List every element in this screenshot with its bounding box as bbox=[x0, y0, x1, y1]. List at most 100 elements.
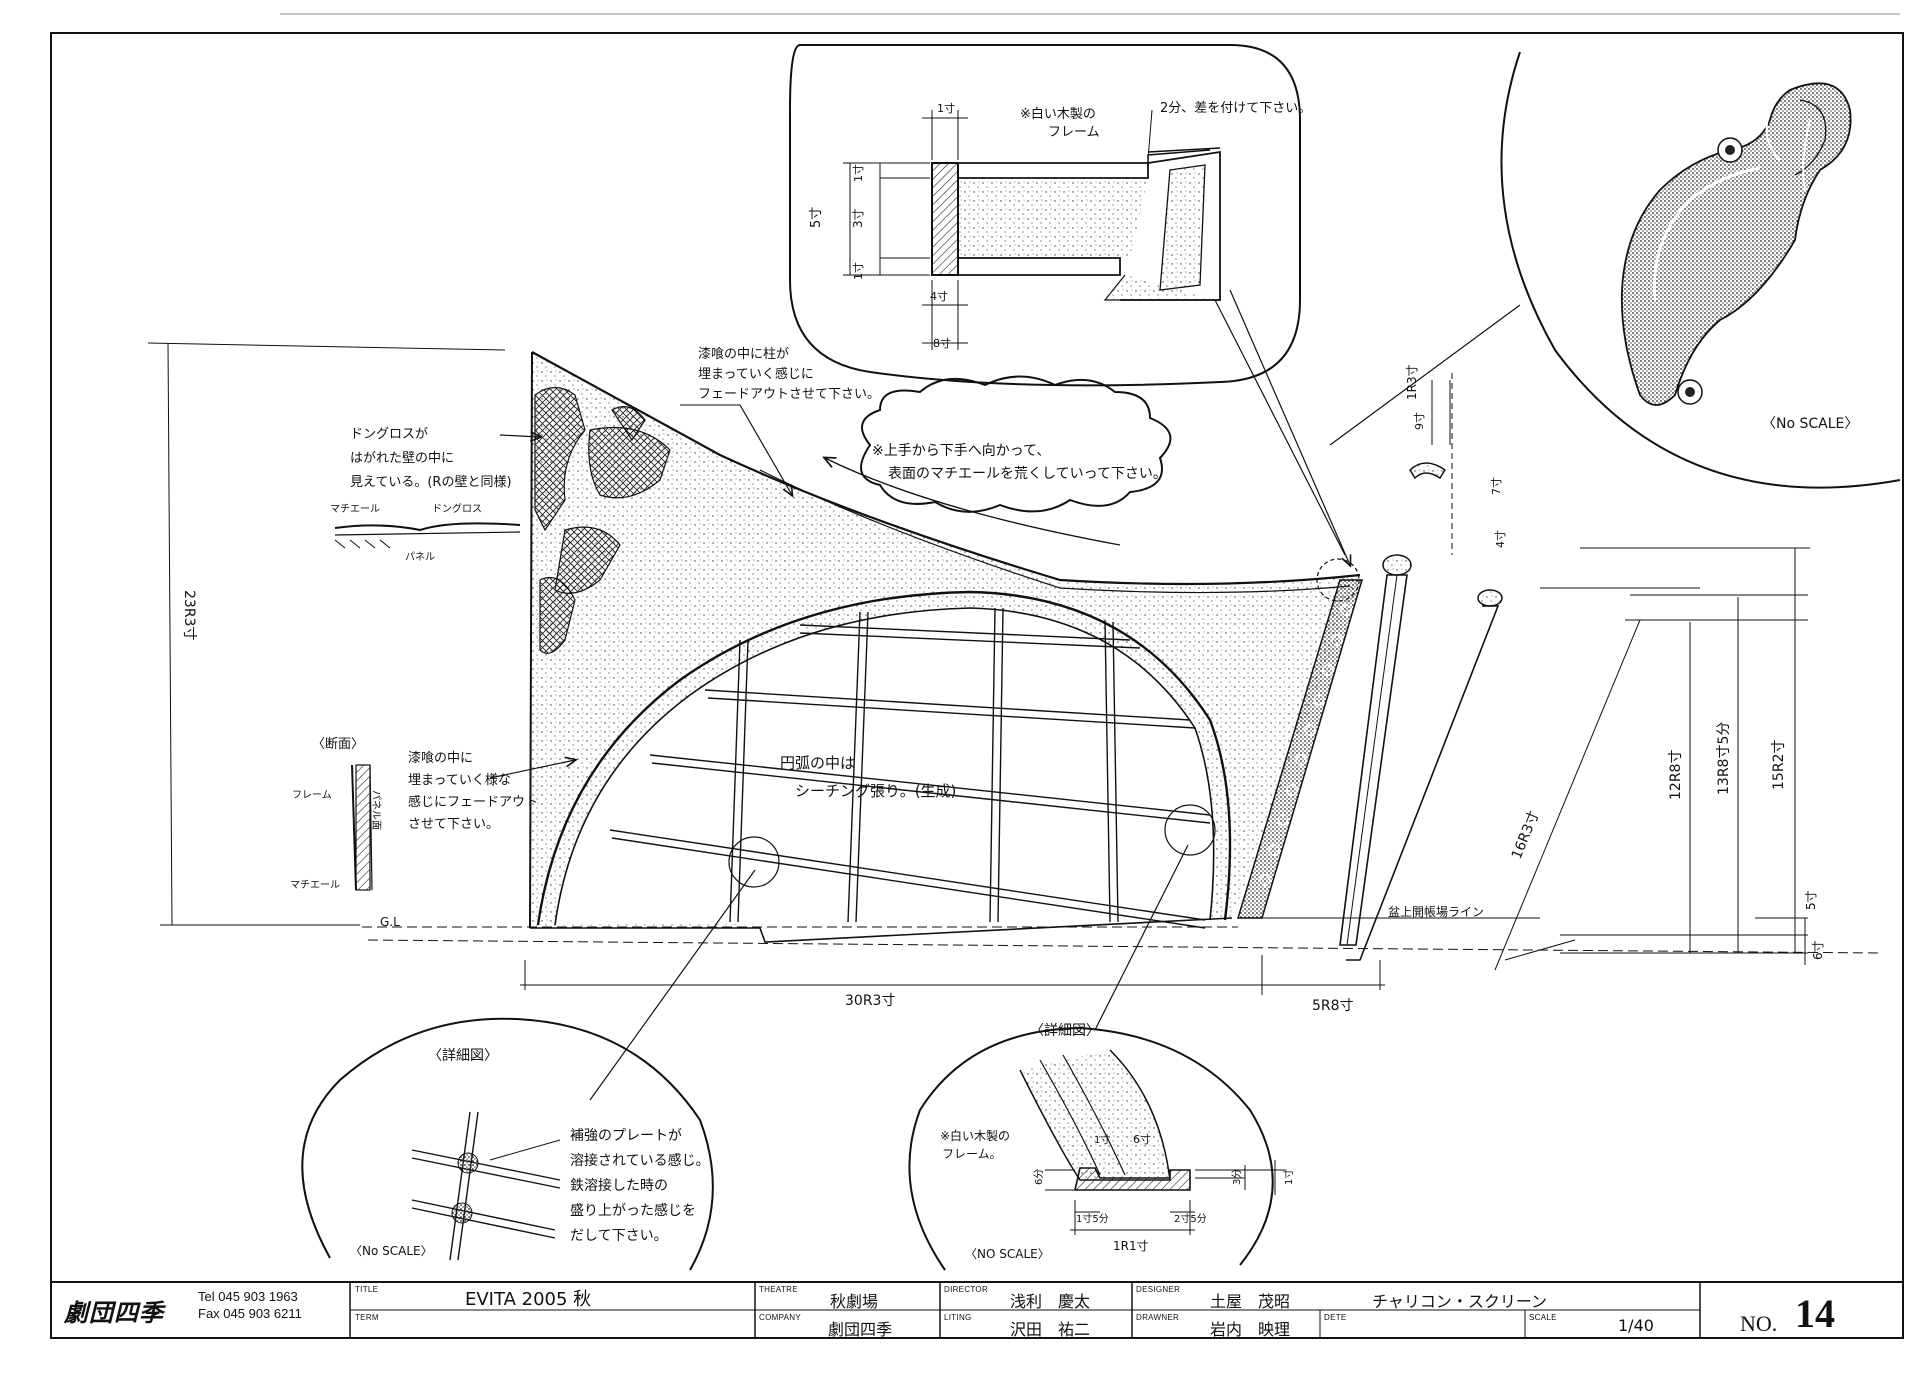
dim-6bu-detail: 6分 bbox=[1033, 1169, 1045, 1185]
no-scale-top: 〈No SCALE〉 bbox=[1762, 416, 1858, 432]
dim-3sun: 3寸 bbox=[851, 208, 865, 228]
frame-note-top-1: ※白い木製の bbox=[1020, 106, 1096, 122]
post-dim-9: 9寸 bbox=[1412, 412, 1426, 430]
cloud-note-2: 表面のマチエールを荒くしていって下さい。 bbox=[888, 466, 1167, 482]
dim-13r8: 13R8寸5分 bbox=[1716, 722, 1732, 795]
scale-label: SCALE bbox=[1529, 1313, 1557, 1322]
dim-8sun: 8寸 bbox=[933, 336, 951, 350]
post-dim-4: 4寸 bbox=[1493, 530, 1507, 548]
offset-note: 2分、差を付けて下さい。 bbox=[1160, 101, 1311, 116]
dim-1sun-r-detail: 1寸 bbox=[1282, 1169, 1295, 1185]
dim-6sun-detail: 6寸 bbox=[1133, 1132, 1151, 1146]
title-block-grid bbox=[50, 1281, 1904, 1339]
company-value: 劇団四季 bbox=[828, 1320, 893, 1339]
stage-line-label: 盆上開帳場ライン bbox=[1388, 905, 1484, 919]
stucco-fade-top-3: フェードアウトさせて下さい。 bbox=[698, 387, 880, 402]
weld-detail bbox=[301, 1017, 714, 1271]
weld-note-4: 盛り上がった感じを bbox=[570, 1202, 696, 1219]
weld-note-1: 補強のプレートが bbox=[570, 1128, 682, 1144]
dim-4sun: 4寸 bbox=[930, 289, 948, 303]
theatre-label: THEATRE bbox=[759, 1285, 798, 1294]
dim-1sun-detail: 1寸 bbox=[1094, 1133, 1110, 1146]
no-scale-left: 〈No SCALE〉 bbox=[350, 1244, 433, 1258]
company-fax: Fax 045 903 6211 bbox=[198, 1306, 302, 1321]
dim-16r3: 16R3寸 bbox=[1509, 809, 1543, 862]
section-title: 〈断面〉 bbox=[312, 737, 364, 752]
sheet-number: 14 bbox=[1795, 1291, 1835, 1336]
frame-note-right-2: フレーム。 bbox=[942, 1147, 1002, 1161]
dim-1r1sun-detail: 1R1寸 bbox=[1113, 1239, 1149, 1253]
drawner-label: DRAWNER bbox=[1136, 1313, 1180, 1322]
designer-label: DESIGNER bbox=[1136, 1285, 1181, 1294]
dim-1sun-top: 1寸 bbox=[937, 101, 955, 115]
width-dim-1: 30R3寸 bbox=[845, 993, 895, 1009]
dim-2sun5bu-detail: 2寸5分 bbox=[1174, 1212, 1207, 1225]
stucco-fade-left-3: 感じにフェードアウト bbox=[408, 794, 538, 810]
panel-label: パネル bbox=[405, 551, 435, 563]
dongross-note-1: ドングロスが bbox=[350, 427, 428, 442]
dongross-label: ドングロス bbox=[432, 502, 482, 515]
frame-section-detail bbox=[789, 44, 1301, 387]
weld-note-5: だして下さい。 bbox=[570, 1228, 668, 1244]
theatre-value: 秋劇場 bbox=[830, 1292, 879, 1311]
liting-label: LITING bbox=[944, 1313, 972, 1322]
frame-note-right-1: ※白い木製の bbox=[940, 1128, 1010, 1143]
dongross-note-3: 見えている。(Rの壁と同様) bbox=[350, 475, 512, 490]
weld-note-2: 溶接されている感じ。 bbox=[570, 1152, 710, 1169]
post-dim-7: 7寸 bbox=[1489, 477, 1503, 495]
section-panel-label: パネル面 bbox=[370, 790, 382, 830]
stucco-fade-top-1: 漆喰の中に柱が bbox=[698, 346, 789, 362]
dim-1sun5bu-detail: 1寸5分 bbox=[1076, 1212, 1109, 1225]
dim-12r8: 12R8寸 bbox=[1668, 750, 1684, 800]
date-label: DETE bbox=[1324, 1313, 1347, 1322]
drawner-value: 岩内 映理 bbox=[1210, 1320, 1291, 1339]
arc-note-2: シーチング張り。(生成) bbox=[795, 782, 956, 800]
section-matiere-label: マチエール bbox=[290, 879, 340, 891]
director-label: DIRECTOR bbox=[944, 1285, 989, 1294]
weld-note-3: 鉄溶接した時の bbox=[570, 1177, 668, 1194]
title-value: EVITA 2005 秋 bbox=[465, 1289, 592, 1310]
dim-1sun-b: 1寸 bbox=[851, 262, 865, 280]
detail-title-right: 〈詳細図〉 bbox=[1030, 1023, 1100, 1039]
frame-note-top-2: フレーム bbox=[1048, 125, 1100, 140]
screen-elevation bbox=[529, 351, 1503, 961]
stucco-fade-left-4: させて下さい。 bbox=[408, 817, 499, 832]
cloud-note-1: ※上手から下手へ向かって、 bbox=[872, 443, 1050, 459]
frame-profile-detail bbox=[908, 1026, 1285, 1271]
company-tel: Tel 045 903 1963 bbox=[198, 1289, 298, 1304]
dim-1sun-a: 1寸 bbox=[851, 164, 865, 182]
matiere-sketch bbox=[334, 522, 521, 549]
designer-value: 土屋 茂昭 bbox=[1210, 1292, 1291, 1311]
ornament-detail bbox=[1500, 51, 1901, 489]
stucco-fade-top-2: 埋まっていく感じに bbox=[698, 366, 814, 382]
arc-note-1: 円弧の中は bbox=[780, 754, 855, 772]
company-logo: 劇団四季 bbox=[64, 1298, 164, 1327]
drawing-name: チャリコン・スクリーン bbox=[1372, 1292, 1548, 1311]
section-sketch bbox=[351, 764, 373, 891]
detail-title-left: 〈詳細図〉 bbox=[428, 1048, 498, 1064]
sheet-number-label: NO. bbox=[1740, 1311, 1778, 1336]
annotations: ※白い木製の フレーム 2分、差を付けて下さい。 1寸 5寸 1寸 3寸 1寸 … bbox=[181, 101, 1858, 1261]
post-dim-1r3: 1R3寸 bbox=[1405, 364, 1419, 400]
dim-5sun: 5寸 bbox=[809, 207, 824, 228]
stucco-fade-left-1: 漆喰の中に bbox=[408, 750, 473, 766]
no-scale-right: 〈NO SCALE〉 bbox=[965, 1247, 1050, 1261]
dim-5sun-right: 5寸 bbox=[1804, 890, 1818, 910]
stucco-fade-left-2: 埋まっていく様な bbox=[408, 773, 511, 788]
scale-value: 1/40 bbox=[1618, 1316, 1654, 1335]
matiere-label: マチエール bbox=[330, 503, 380, 515]
liting-value: 沢田 祐二 bbox=[1010, 1320, 1091, 1339]
title-label: TITLE bbox=[355, 1285, 379, 1294]
company-label: COMPANY bbox=[759, 1313, 801, 1322]
section-frame-label: フレーム bbox=[292, 789, 332, 801]
director-value: 浅利 慶太 bbox=[1010, 1292, 1091, 1311]
dongross-note-2: はがれた壁の中に bbox=[350, 451, 454, 466]
height-dimension: 23R3寸 bbox=[181, 590, 197, 640]
dim-6sun-right: 6寸 bbox=[1811, 940, 1825, 960]
width-dim-2: 5R8寸 bbox=[1312, 998, 1354, 1014]
dim-3bu-detail: 3分 bbox=[1231, 1169, 1243, 1185]
term-label: TERM bbox=[355, 1313, 379, 1322]
dim-15r2: 15R2寸 bbox=[1771, 740, 1787, 790]
gl-label: G.L bbox=[380, 915, 400, 929]
